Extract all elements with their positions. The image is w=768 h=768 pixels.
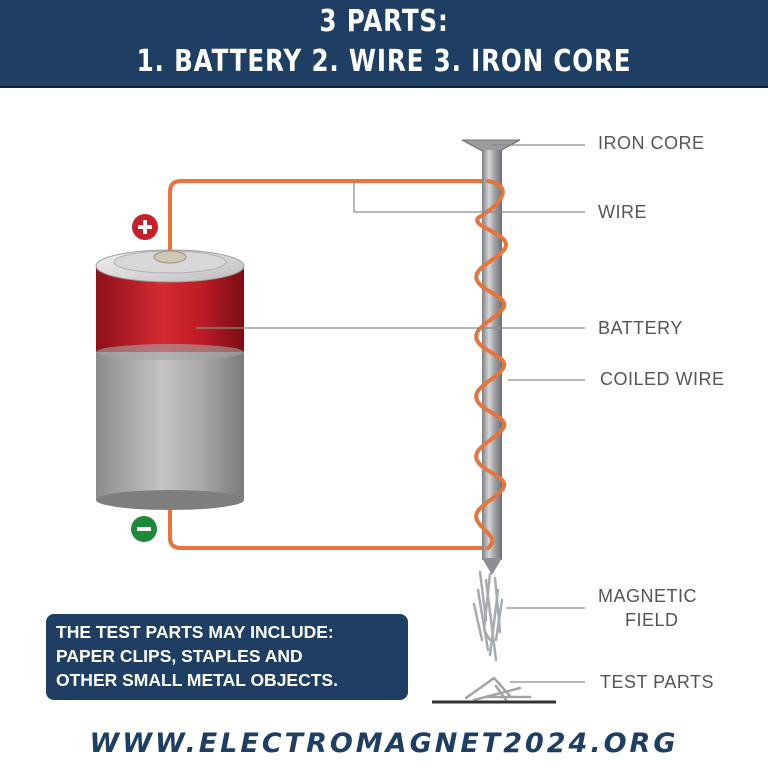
label-test-parts: TEST PARTS <box>600 672 715 692</box>
iron-core-nail <box>461 139 521 575</box>
title-line-2: 1. BATTERY 2. WIRE 3. IRON CORE <box>136 44 632 79</box>
title-banner: 3 PARTS: 1. BATTERY 2. WIRE 3. IRON CORE <box>0 0 768 88</box>
test-parts-pile <box>464 676 532 702</box>
wire-bottom <box>168 505 488 550</box>
label-coiled-wire: COILED WIRE <box>600 369 725 389</box>
note-line-3: OTHER SMALL METAL OBJECTS. <box>56 670 338 690</box>
battery <box>95 249 245 510</box>
note-line-2: PAPER CLIPS, STAPLES AND <box>56 646 303 666</box>
magnetic-field-pins <box>472 570 504 662</box>
label-magnetic-field-line1: MAGNETIC <box>598 586 698 606</box>
leader-wire <box>353 181 585 213</box>
coiled-wire <box>474 179 508 550</box>
test-parts-note: THE TEST PARTS MAY INCLUDE: PAPER CLIPS,… <box>46 614 408 700</box>
label-wire: WIRE <box>598 202 647 222</box>
battery-terminal <box>153 250 187 264</box>
note-line-1: THE TEST PARTS MAY INCLUDE: <box>56 622 334 642</box>
label-battery: BATTERY <box>598 318 683 338</box>
wire-top <box>168 179 488 250</box>
label-magnetic-field-line2: FIELD <box>625 610 679 630</box>
label-iron-core: IRON CORE <box>598 133 705 153</box>
title-line-1: 3 PARTS: <box>319 4 449 39</box>
battery-body <box>96 350 244 500</box>
website-url: WWW.ELECTROMAGNET2024.ORG <box>89 728 679 759</box>
